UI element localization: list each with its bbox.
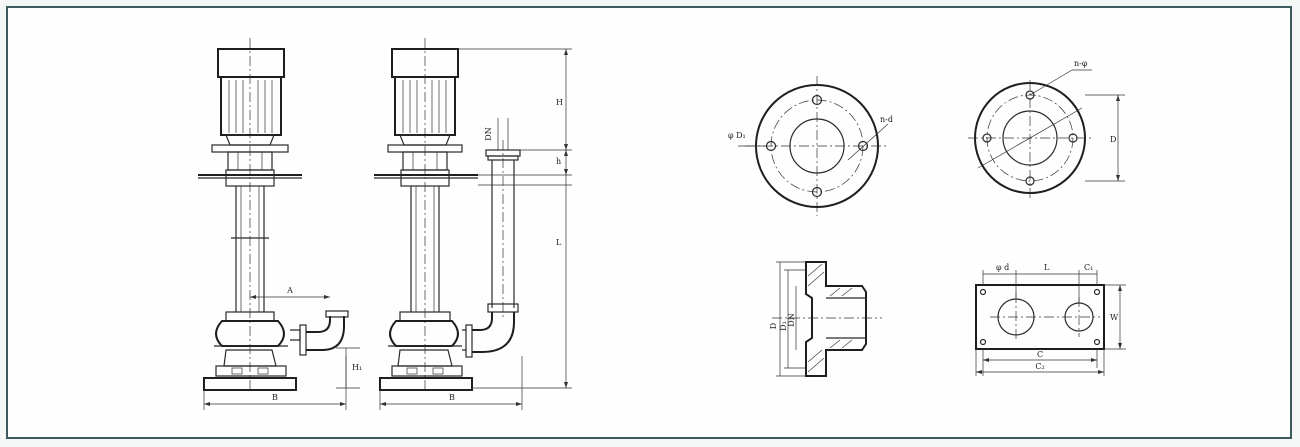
dim-A-label: A xyxy=(286,286,293,295)
base-C2-label: C₂ xyxy=(1035,362,1044,371)
flange1-chamfer-label: φ D₁ xyxy=(728,131,746,140)
dim-H1-label: H₁ xyxy=(352,363,362,372)
section-D-label: D xyxy=(769,323,778,329)
section-D1-label: D₁ xyxy=(779,321,788,331)
flange-section-view: D D₁ DN xyxy=(769,261,882,377)
dim-L-label: L xyxy=(556,238,562,247)
dim-B-label-1: B xyxy=(272,393,278,402)
dim-DN-label: DN xyxy=(484,127,493,140)
base-plate-plan: φ d L C₁ C C₂ W xyxy=(975,263,1126,376)
dim-H-label: H xyxy=(556,98,563,107)
pump-front-view: A B H₁ xyxy=(198,38,362,410)
flange2-nd-label: n-φ xyxy=(1074,59,1088,68)
base-phi-d-label: φ d xyxy=(996,263,1009,272)
base-W-label: W xyxy=(1110,313,1119,322)
base-C1-label: C₁ xyxy=(1084,263,1093,272)
dim-B-label-2: B xyxy=(449,393,455,402)
pump-side-view: H h L DN B xyxy=(374,38,572,410)
flange2-dim-label: D xyxy=(1110,135,1116,144)
section-DN-label: DN xyxy=(787,313,796,326)
flange1-nd-label: n-d xyxy=(880,115,893,124)
flange-plan-view-2: n-φ D xyxy=(968,59,1125,198)
dim-h-label: h xyxy=(556,157,561,166)
flange-plan-view-1: n-d φ D₁ xyxy=(728,76,893,216)
base-C-label: C xyxy=(1037,350,1043,359)
base-L-label: L xyxy=(1044,263,1050,272)
